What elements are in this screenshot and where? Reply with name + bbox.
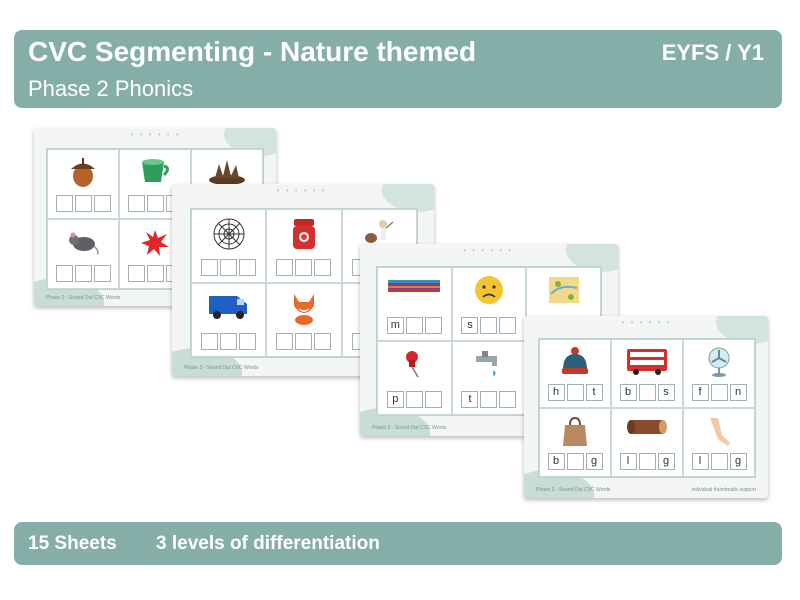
word-cell: t [451, 341, 527, 415]
letter-box[interactable]: b [619, 384, 637, 401]
word-cell [191, 209, 267, 283]
sheet-footer-text: Phase 2 - Sound Out CVC Words [46, 295, 121, 301]
letter-box[interactable]: g [657, 453, 675, 470]
hat-icon [562, 347, 588, 374]
letter-box[interactable] [499, 391, 517, 408]
rat-icon [69, 232, 99, 255]
word-cell: m [377, 267, 452, 341]
letter-box[interactable]: m [386, 317, 404, 334]
map-icon [548, 277, 579, 303]
acorn-icon [71, 158, 95, 187]
letter-box[interactable]: t [585, 384, 603, 401]
bag-icon [563, 416, 587, 446]
letter-box[interactable]: n [729, 384, 747, 401]
letter-box[interactable] [405, 317, 423, 334]
web-icon [213, 218, 245, 250]
mud-icon [209, 160, 245, 185]
sheet-count: 15 Sheets [28, 533, 117, 554]
word-cell [266, 283, 342, 357]
letter-box[interactable] [424, 317, 442, 334]
sheet-footer-text: Phase 2 - Sound Out CVC Words [536, 487, 611, 493]
bus-icon [627, 349, 667, 375]
letter-box[interactable]: g [729, 453, 747, 470]
fox-icon [293, 294, 314, 325]
header-banner: CVC Segmenting - Nature themed Phase 2 P… [14, 30, 782, 108]
letter-box[interactable]: t [461, 391, 479, 408]
differentiation-label: 3 levels of differentiation [156, 533, 380, 554]
letter-box[interactable] [710, 453, 728, 470]
letter-box[interactable] [424, 391, 442, 408]
letter-box[interactable] [710, 384, 728, 401]
letter-box[interactable]: s [657, 384, 675, 401]
leg-icon [710, 418, 730, 446]
level-label: EYFS / Y1 [661, 40, 764, 65]
letter-box[interactable]: f [691, 384, 709, 401]
letter-box[interactable] [638, 453, 656, 470]
pin-icon [406, 351, 419, 378]
cup-icon [142, 159, 169, 182]
word-cell [191, 283, 267, 357]
jam-icon [292, 219, 315, 249]
tap-icon [475, 351, 497, 376]
letter-box[interactable]: h [547, 384, 565, 401]
van-icon [208, 296, 247, 319]
rug-icon [388, 280, 441, 292]
letter-box[interactable] [499, 317, 517, 334]
letter-box[interactable] [566, 384, 584, 401]
letter-box[interactable] [480, 391, 498, 408]
word-cell [47, 219, 119, 289]
dog-icon [365, 220, 394, 243]
fan-icon [708, 347, 730, 377]
word-cell: s [451, 267, 527, 341]
word-cell [47, 149, 119, 219]
sheet-footer-text: Phase 2 - Sound Out CVC Words [372, 425, 447, 431]
letter-box[interactable] [405, 391, 423, 408]
letter-box[interactable]: b [547, 453, 565, 470]
sheet-footer-text: Phase 2 - Sound Out CVC Words [184, 365, 259, 371]
letter-box[interactable] [480, 317, 498, 334]
page-title: CVC Segmenting - Nature themed [28, 36, 477, 67]
log-icon [627, 420, 667, 434]
word-cell [266, 209, 342, 283]
splat-icon [141, 230, 169, 256]
letter-box[interactable] [566, 453, 584, 470]
letter-box[interactable]: s [461, 317, 479, 334]
letter-box[interactable]: l [619, 453, 637, 470]
letter-box[interactable] [638, 384, 656, 401]
footer-banner: 15 Sheets 3 levels of differentiation [14, 522, 782, 565]
sheet-credit-text: individual thumbnails support [691, 487, 756, 493]
sad-face-icon [474, 276, 503, 304]
word-cell: p [377, 341, 452, 415]
page-subtitle: Phase 2 Phonics [28, 76, 194, 101]
letter-box[interactable]: p [386, 391, 404, 408]
letter-box[interactable]: g [585, 453, 603, 470]
letter-box[interactable]: l [691, 453, 709, 470]
